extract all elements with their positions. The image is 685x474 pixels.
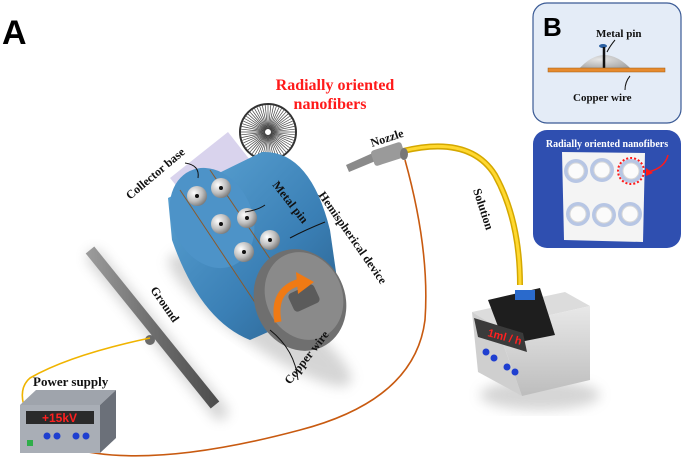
nanofiber-spoke [270, 123, 294, 132]
panel-b-label-metal-pin: Metal pin [596, 28, 642, 40]
nanofiber-spoke [245, 133, 266, 149]
panel-b-letter: B [543, 12, 562, 42]
nanofiber-sample [595, 206, 613, 224]
nanofiber-spoke [270, 132, 295, 138]
nanofiber-spoke [241, 128, 266, 133]
nanofiber-spoke [268, 134, 280, 157]
nanofiber-spoke [270, 128, 295, 133]
nanofiber-sample [569, 205, 587, 223]
nanofiber-spoke [256, 134, 268, 157]
nanofiber-spoke [241, 132, 266, 138]
nanofiber-spoke [244, 118, 266, 131]
label-solution: Solution [470, 187, 497, 232]
nozzle [346, 142, 408, 172]
diagram-title-line2: nanofibers [294, 96, 367, 113]
nanofiber-spoke [268, 107, 280, 130]
nanofiber-spoke [251, 109, 267, 130]
nanofiber-spoke [242, 132, 266, 141]
panel-a-letter: A [2, 14, 27, 52]
metal-pin-dot [245, 216, 249, 220]
photo-caption: Radially oriented nanofibers [546, 139, 668, 150]
metal-pin-dot [268, 238, 272, 242]
nanofiber-spoke [268, 106, 277, 130]
nanofiber-spoke [270, 132, 294, 141]
panel-b-label-copper-wire: Copper wire [573, 92, 632, 104]
nanofiber-spoke [269, 133, 289, 151]
nanofiber-spoke [269, 134, 285, 155]
nanofiber-spoke [269, 108, 282, 130]
label-power-supply: Power supply [33, 374, 109, 389]
nanofiber-spoke [269, 111, 287, 131]
nanofiber-spoke [247, 133, 267, 151]
nanofiber-spoke [244, 133, 266, 146]
nanofiber-spoke [241, 126, 266, 132]
nanofiber-spoke [256, 107, 268, 130]
nanofiber-spoke [254, 134, 267, 156]
nanofiber-spoke [245, 115, 266, 131]
nanofiber-spoke [270, 118, 292, 131]
nanofiber-spoke [270, 133, 291, 149]
drum-collector [168, 151, 347, 351]
metal-pin-dot [242, 250, 246, 254]
nanofiber-spoke [264, 105, 269, 130]
nanofiber-spoke [268, 105, 274, 130]
nanofiber-sample [621, 205, 639, 223]
metal-pin-dot [219, 186, 223, 190]
diagram-title-line1: Radially oriented [276, 77, 395, 94]
nanofiber-spoke [249, 133, 267, 153]
nanofiber-spoke [259, 106, 268, 130]
nanofiber-spoke [270, 120, 293, 132]
nanofiber-sample [622, 162, 640, 180]
nanofiber-spoke [241, 131, 266, 136]
nanofiber-spoke [242, 123, 266, 132]
nanofiber-spoke [267, 105, 272, 130]
nanofiber-spoke [270, 126, 295, 132]
metal-pin-dot [219, 222, 223, 226]
panel-b-schematic: B Metal pin Copper wire [532, 2, 682, 124]
nanofiber-spoke [254, 108, 267, 130]
nanofiber-spoke [270, 131, 295, 136]
nanofiber-spoke [269, 109, 285, 130]
high-voltage-wire [69, 159, 427, 457]
nanofiber-photo: Radially oriented nanofibers [533, 130, 681, 248]
nanofiber-sample [567, 162, 585, 180]
nanofiber-spoke [251, 134, 267, 155]
solution-tube [402, 143, 523, 286]
ground-rod [85, 246, 228, 420]
nanofiber-spoke [262, 105, 268, 130]
power-supply-display: +15kV [42, 411, 77, 425]
nanofiber-sample [593, 161, 611, 179]
metal-pin-dot [195, 194, 199, 198]
label-pointers [184, 162, 326, 381]
hemispherical-devices [187, 178, 280, 262]
nanofiber-spoke [243, 120, 266, 132]
nanofiber-spoke [269, 113, 289, 131]
nanofiber-spoke [249, 111, 267, 131]
nanofiber-spoke [269, 134, 282, 156]
nanofiber-spoke [270, 133, 292, 146]
nanofiber-spoke [269, 133, 287, 153]
nanofiber-spoke [270, 132, 293, 144]
syringe-pump: 1ml / h [472, 288, 600, 410]
nanofiber-spoke [243, 132, 266, 144]
power-supply: +15kV [20, 390, 116, 453]
nanofiber-spoke [247, 113, 267, 131]
nanofiber-spoke [270, 115, 291, 131]
